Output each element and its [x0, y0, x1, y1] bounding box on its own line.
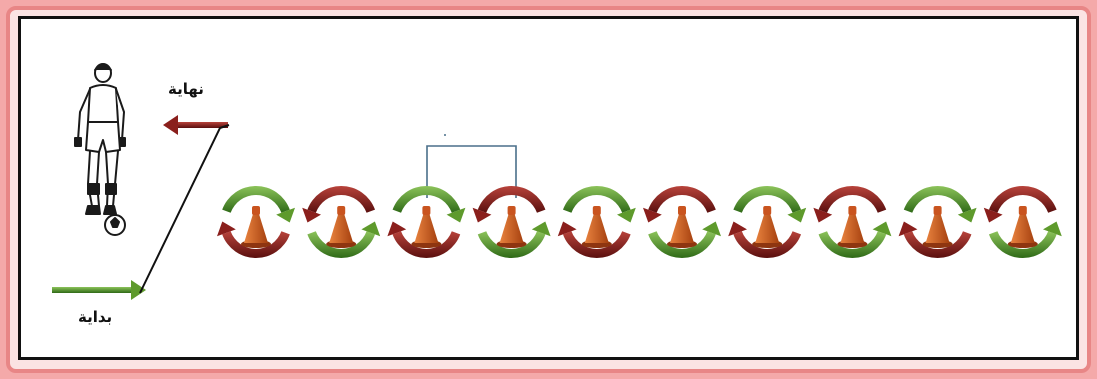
training-cone-icon: [1008, 206, 1038, 248]
path-line: [140, 125, 229, 293]
cone-station: [473, 186, 551, 258]
cone-station: [558, 186, 636, 258]
training-cone-icon: [667, 206, 697, 248]
cone-station: [728, 186, 806, 258]
training-cone-icon: [497, 206, 527, 248]
training-cone-icon: [752, 206, 782, 248]
cone-station: [899, 186, 977, 258]
cone-station: [984, 186, 1062, 258]
training-cone-icon: [241, 206, 271, 248]
end-label: نهاية: [168, 80, 204, 98]
training-cone-icon: [923, 206, 953, 248]
cone-station: [813, 186, 891, 258]
training-cone-icon: [326, 206, 356, 248]
training-cone-icon: [411, 206, 441, 248]
training-cone-icon: [582, 206, 612, 248]
cone-station: [302, 186, 380, 258]
soccer-ball-icon: [105, 215, 125, 235]
marker-dot: [444, 134, 446, 136]
start-arrow-icon: [52, 280, 146, 300]
cones-row: [217, 186, 1062, 258]
soccer-player-icon: [75, 64, 125, 235]
training-cone-icon: [837, 206, 867, 248]
cone-station: [217, 186, 295, 258]
cone-station: [643, 186, 721, 258]
start-label: بداية: [78, 308, 112, 326]
